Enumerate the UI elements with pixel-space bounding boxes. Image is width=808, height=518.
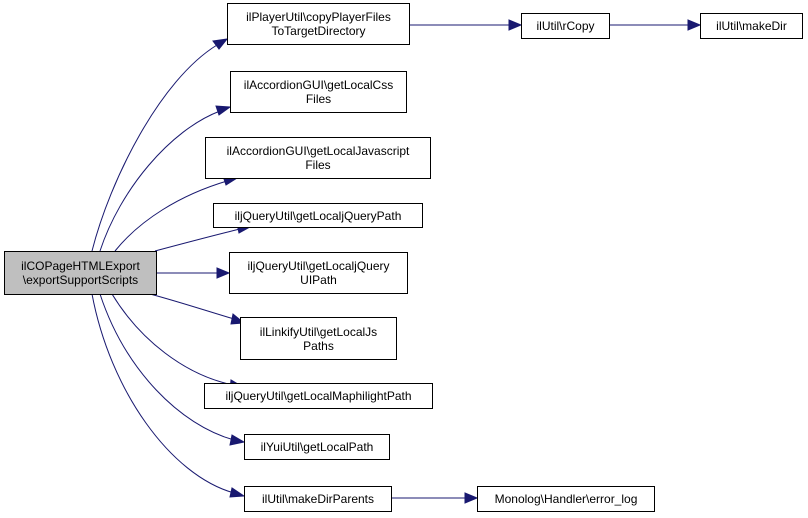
edge-root-to-accordion-css xyxy=(99,110,221,252)
node-rcopy[interactable]: ilUtil\rCopy xyxy=(521,13,610,39)
node-label-line1: ilUtil\rCopy xyxy=(536,19,595,33)
edge-root-to-yui-path xyxy=(99,293,235,441)
edge-arrowhead xyxy=(212,38,229,50)
node-label-line1: iljQueryUtil\getLocalMaphilightPath xyxy=(225,389,412,403)
node-label-line1: ilUtil\makeDirParents xyxy=(261,492,375,506)
node-accordion-css-files[interactable]: ilAccordionGUI\getLocalCss Files xyxy=(230,71,407,113)
node-label-line2: Files xyxy=(305,92,332,106)
node-label-line1: ilUtil\makeDir xyxy=(716,19,787,33)
node-yui-local-path[interactable]: ilYuiUtil\getLocalPath xyxy=(244,434,390,460)
edge-arrowhead xyxy=(229,487,246,498)
edge-arrowhead xyxy=(216,267,231,279)
node-linkify-js-paths[interactable]: ilLinkifyUtil\getLocalJs Paths xyxy=(240,317,397,360)
root-node-line1: ilCOPageHTMLExport xyxy=(21,259,140,273)
node-jquery-path[interactable]: iljQueryUtil\getLocaljQueryPath xyxy=(213,203,423,228)
node-make-dir[interactable]: ilUtil\makeDir xyxy=(700,13,803,39)
node-label-line2: ToTargetDirectory xyxy=(271,24,366,38)
node-make-dir-parents[interactable]: ilUtil\makeDirParents xyxy=(244,486,392,512)
node-label-line1: iljQueryUtil\getLocaljQueryPath xyxy=(234,208,402,223)
edge-root-to-linkify-paths xyxy=(149,293,235,320)
node-label-line1: ilYuiUtil\getLocalPath xyxy=(260,440,374,454)
node-label-line2: Files xyxy=(305,158,331,172)
edge-arrowhead xyxy=(215,105,232,116)
node-label-line1: ilLinkifyUtil\getLocalJs xyxy=(259,324,378,339)
node-error-log[interactable]: Monolog\Handler\error_log xyxy=(477,486,655,512)
node-label-line1: Monolog\Handler\error_log xyxy=(494,492,638,506)
edge-root-to-maphilight-path xyxy=(111,293,234,386)
edge-arrowhead xyxy=(229,434,246,446)
node-label-line1: iljQueryUtil\getLocaljQuery xyxy=(247,259,390,273)
edge-arrowhead xyxy=(464,492,479,504)
root-node-export-support-scripts: ilCOPageHTMLExport \exportSupportScripts xyxy=(4,251,157,295)
node-accordion-javascript-files[interactable]: ilAccordionGUI\getLocalJavascript Files xyxy=(205,137,431,179)
node-copy-player-files[interactable]: ilPlayerUtil\copyPlayerFiles ToTargetDir… xyxy=(227,3,410,45)
edge-root-to-jquery-path xyxy=(154,228,241,252)
node-label-line1: ilAccordionGUI\getLocalCss xyxy=(243,78,394,92)
edge-root-to-accordion-js xyxy=(114,180,228,252)
node-label-line2: UIPath xyxy=(300,273,337,287)
node-label-line1: ilAccordionGUI\getLocalJavascript xyxy=(226,144,410,158)
node-jquery-ui-path[interactable]: iljQueryUtil\getLocaljQuery UIPath xyxy=(229,252,408,294)
node-label-line1: ilPlayerUtil\copyPlayerFiles xyxy=(246,10,391,24)
node-maphilight-path[interactable]: iljQueryUtil\getLocalMaphilightPath xyxy=(204,383,433,409)
edge-arrowhead xyxy=(687,19,702,31)
edge-root-to-copy-player-files xyxy=(91,44,218,252)
edge-arrowhead xyxy=(508,19,523,31)
edge-root-to-make-dir-parents xyxy=(91,293,235,494)
root-node-line2: \exportSupportScripts xyxy=(22,273,139,287)
node-label-line2: Paths xyxy=(303,338,334,353)
